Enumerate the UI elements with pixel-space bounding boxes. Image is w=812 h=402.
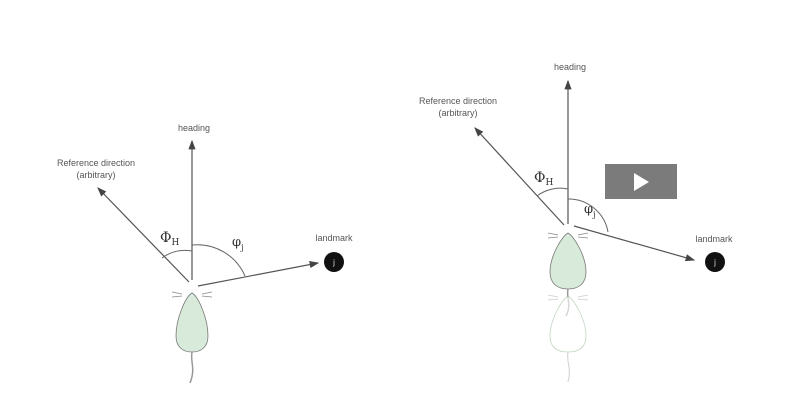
- right-diagram: heading Reference direction (arbitrary) …: [419, 62, 733, 383]
- phi-h-label: ΦH: [534, 170, 553, 188]
- reference-label: Reference direction: [57, 158, 135, 168]
- heading-label: heading: [178, 123, 210, 133]
- landmark-arrow: [197, 261, 320, 287]
- landmark-arrow: [573, 225, 696, 262]
- mouse-icon: [171, 291, 213, 384]
- reference-arrow: [474, 127, 565, 226]
- reference-label: Reference direction: [419, 96, 497, 106]
- landmark-label: landmark: [315, 233, 353, 243]
- landmark-marker: [705, 252, 725, 272]
- angle-arc-landmark: [191, 244, 246, 277]
- angle-arc-heading: [536, 187, 569, 197]
- play-button[interactable]: [605, 164, 677, 199]
- play-icon: [634, 173, 649, 191]
- heading-label: heading: [554, 62, 586, 72]
- phi-h-label: ΦH: [160, 230, 179, 248]
- landmark-marker: [324, 252, 344, 272]
- previous-mouse-position-icon: [547, 294, 589, 383]
- landmark-marker-label: j: [713, 258, 716, 267]
- reference-sublabel: (arbitrary): [76, 170, 115, 180]
- left-diagram: heading Reference direction (arbitrary) …: [57, 123, 353, 384]
- phi-j-label: φj: [232, 235, 244, 252]
- reference-arrow: [97, 187, 190, 283]
- angle-arc-heading: [161, 249, 193, 259]
- reference-sublabel: (arbitrary): [438, 108, 477, 118]
- angle-arc-landmark: [567, 198, 609, 233]
- landmark-marker-label: j: [332, 258, 335, 267]
- landmark-label: landmark: [695, 234, 733, 244]
- phi-j-label: φj: [584, 202, 596, 219]
